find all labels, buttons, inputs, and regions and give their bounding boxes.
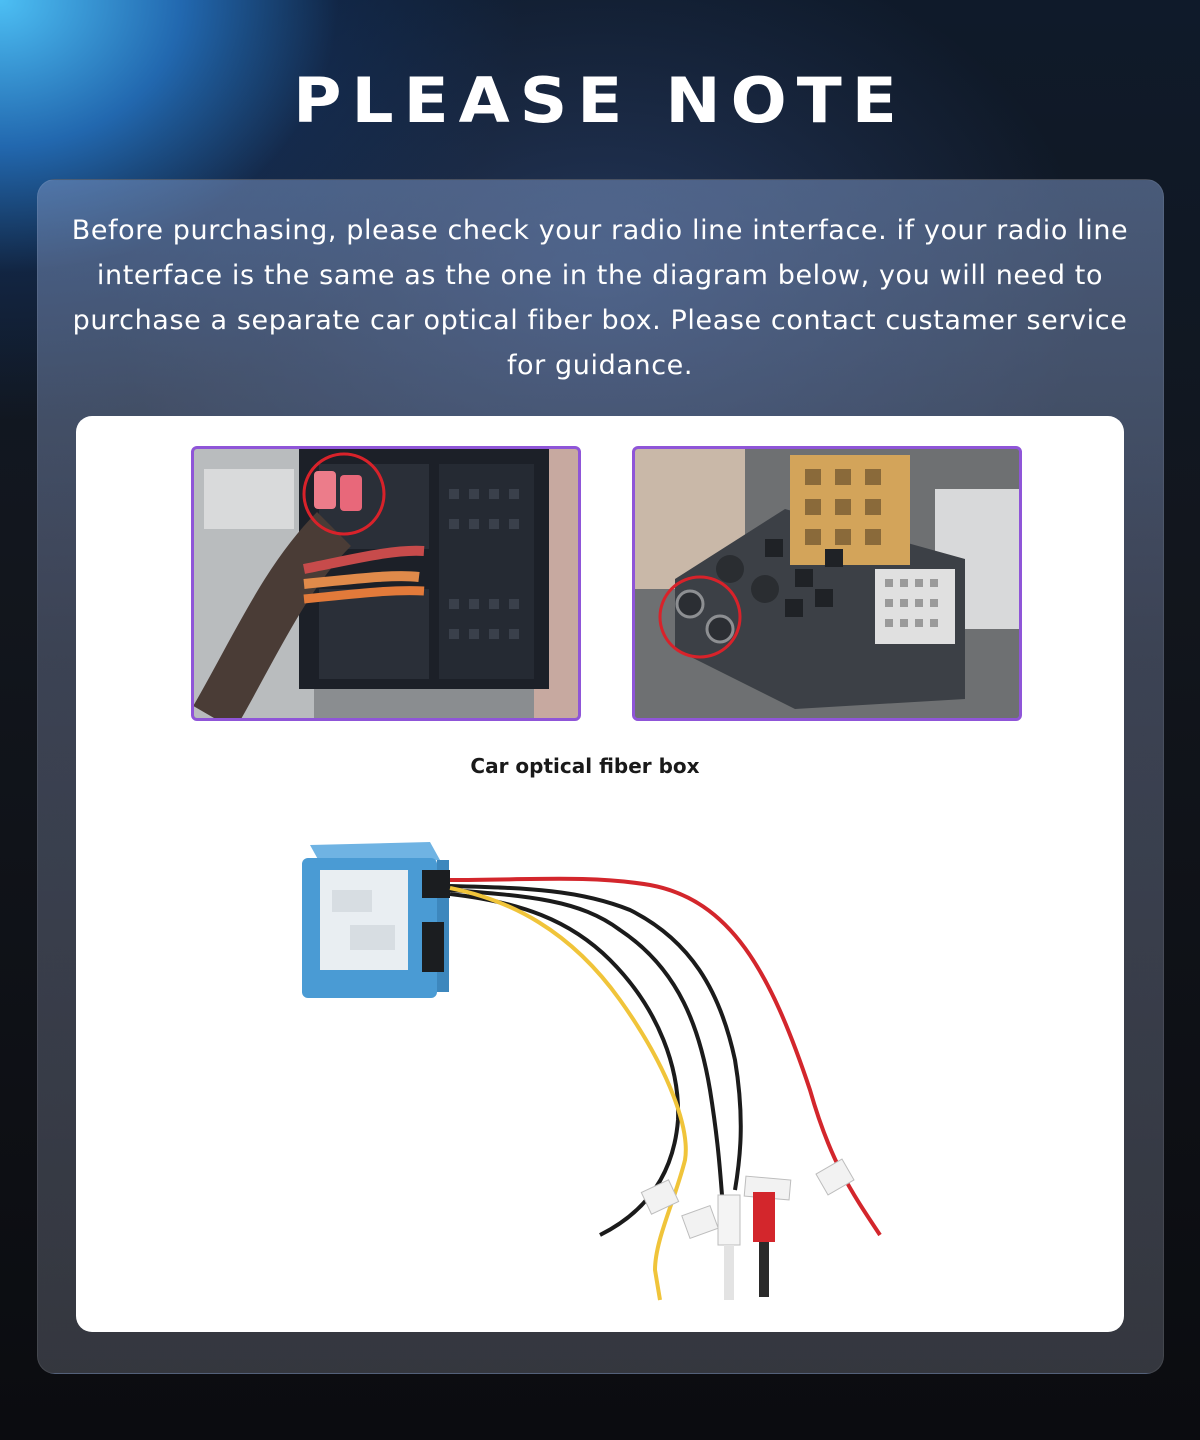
connector-photo-left-image	[194, 449, 578, 718]
connector-photo-right	[632, 446, 1022, 721]
fiber-box-illustration	[290, 830, 910, 1324]
connector-photo-left	[191, 446, 581, 721]
notice-text: Before purchasing, please check your rad…	[71, 215, 1129, 381]
product-caption: Car optical fiber box	[470, 754, 700, 778]
fiber-box-image	[302, 842, 882, 1301]
page-title: PLEASE NOTE	[293, 63, 907, 138]
connector-photo-right-image	[635, 449, 1019, 718]
